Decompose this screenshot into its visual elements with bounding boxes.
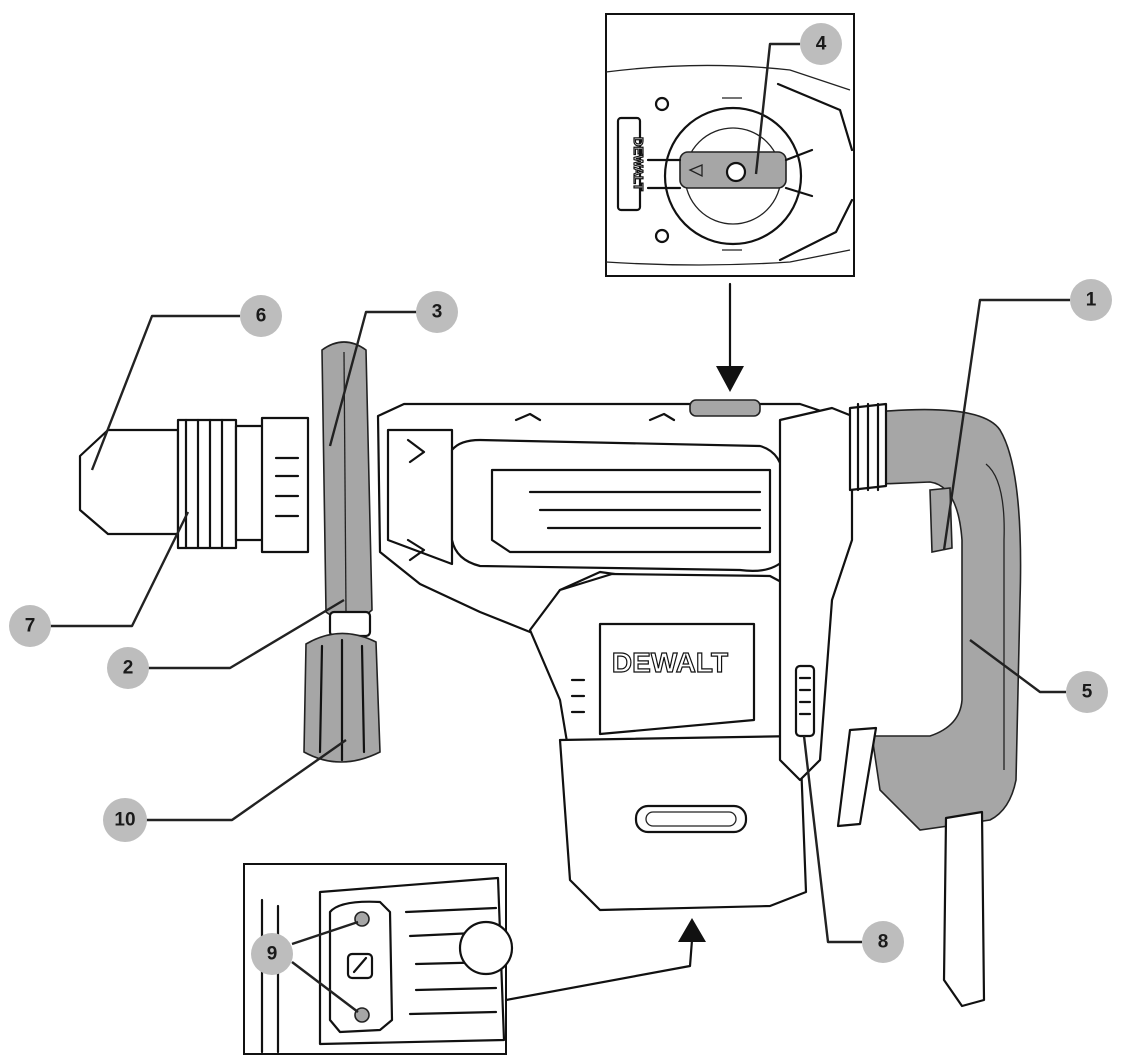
callout-3: 3 [416,291,458,333]
callout-9: 9 [251,933,293,975]
callout-6: 6 [240,295,282,337]
rotary-hammer: DEWALT [78,341,1022,1008]
side-handle [303,341,381,763]
callout-8: 8 [862,921,904,963]
leader-9a [291,920,359,946]
svg-text:1: 1 [1086,290,1097,311]
leader-6 [90,314,240,471]
svg-text:4: 4 [816,34,827,55]
inset-pointer-arrows [504,282,744,1002]
leader-8 [802,735,862,944]
leader-4 [754,42,800,175]
gear-housing: DEWALT [528,572,808,912]
svg-text:5: 5 [1082,682,1093,703]
callout-1: 1 [1070,279,1112,321]
svg-text:3: 3 [432,302,443,323]
callout-5: 5 [1066,671,1108,713]
housing-brand-label: DEWALT [612,647,728,678]
svg-text:8: 8 [878,932,889,953]
leader-1 [942,298,1070,551]
callout-leader-lines [50,42,1070,1013]
leader-7 [50,511,190,628]
callout-10: 10 [103,798,147,842]
callout-4: 4 [800,23,842,65]
leader-9b [291,961,359,1013]
svg-text:2: 2 [123,658,134,679]
leader-10 [146,739,347,822]
svg-text:6: 6 [256,306,267,327]
svg-text:10: 10 [114,810,135,831]
top-inset-brand-label: DEWALT [631,137,646,191]
callout-7: 7 [9,605,51,647]
callouts: 1 2 3 4 5 6 7 8 [9,23,1112,975]
leader-3 [328,310,418,447]
svg-text:9: 9 [267,944,278,965]
leader-5 [969,639,1066,694]
rear-handle [778,402,1022,1008]
bottom-inset-housing-screws [243,863,514,1055]
tool-holder [78,416,310,554]
callout-2: 2 [107,647,149,689]
leader-2 [148,598,345,670]
svg-text:7: 7 [25,616,36,637]
